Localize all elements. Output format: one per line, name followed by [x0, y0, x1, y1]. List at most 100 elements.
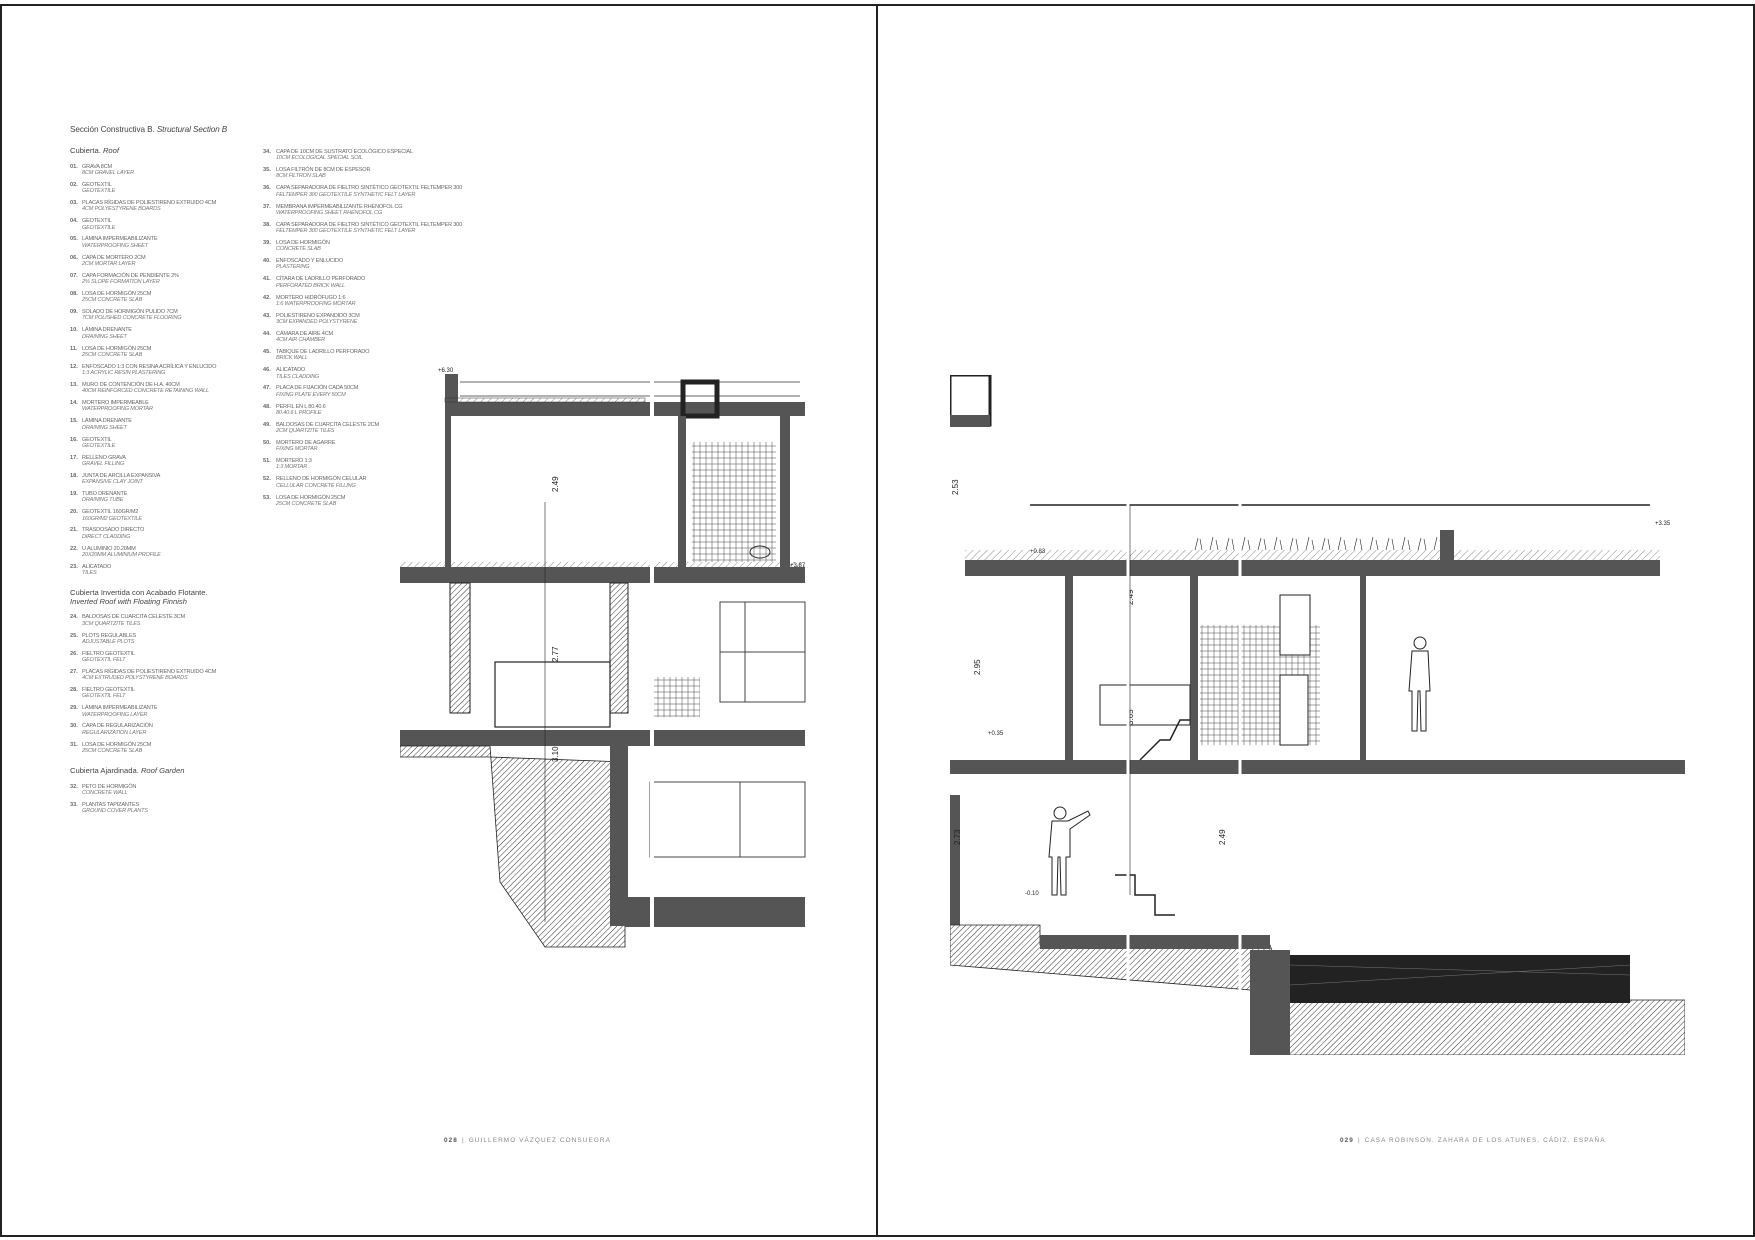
legend-item: 44.Cámara de aire 4cm4cm air chamber: [263, 331, 473, 344]
legend-item-number: 11.: [70, 345, 78, 352]
legend-item-en: 4cm air chamber: [276, 337, 326, 344]
dim-label-right-1: 2.53: [951, 479, 960, 495]
legend-item-number: 50.: [263, 440, 271, 446]
legend-item-en: Gravel filling: [82, 460, 125, 467]
page-number-right: 029: [1340, 1137, 1354, 1144]
legend-item-en: Feltemper 300 geotextile synthetic felt …: [276, 228, 416, 234]
legend-item-en: 3cm quartzite tiles: [82, 620, 141, 627]
legend-item: 32.Peto de hormigónConcrete wall: [70, 784, 260, 797]
legend-item-number: 47.: [263, 385, 271, 392]
legend-item-es: Geotextil: [82, 181, 112, 188]
project-title: Casa Robinson. Zahara de los Atunes. Cád…: [1364, 1137, 1606, 1144]
dim-label-right-4: 3.65: [1126, 709, 1135, 725]
legend-item-number: 40.: [263, 258, 271, 265]
legend-item: 33.Plantas tapizantesGround cover plants: [70, 802, 260, 815]
legend-item-en: Geotextil felt: [82, 693, 126, 700]
legend-item: 08.Losa de hormigón 25cm25cm concrete sl…: [70, 291, 260, 304]
legend-item-es: Enfoscado 1:3 con resina acrílica y enlu…: [82, 363, 217, 370]
legend-item-number: 05.: [70, 236, 78, 243]
legend-column-b: 34.Capa de 10cm de sustrato ecológico es…: [263, 149, 473, 513]
legend-item-number: 18.: [70, 472, 78, 479]
legend-item-number: 44.: [263, 330, 271, 337]
legend-item-number: 15.: [70, 418, 78, 425]
level-label-right: +3.87: [790, 563, 806, 569]
legend-item: 04.GeotextilGeotextile: [70, 218, 260, 231]
legend-item-es: Lámina impermeabilizante: [82, 705, 158, 712]
legend-column-a: Sección Constructiva B. Structural Secti…: [70, 125, 260, 820]
legend-item-number: 28.: [70, 687, 78, 694]
legend-item-number: 12.: [70, 363, 78, 370]
frame-right: [1753, 4, 1755, 1236]
legend-item-en: Waterproofing sheet rhenofol cg: [276, 209, 382, 216]
page-number-left: 028: [444, 1137, 458, 1144]
section-drawing-left: 2.49 2.77 3.10 +6.30 +3.87: [400, 362, 806, 962]
legend-item-en: Geotextile: [82, 188, 116, 195]
legend-item-number: 37.: [263, 203, 271, 210]
legend-item-es: Baldosas de cuarcita celeste 2cm: [276, 421, 379, 428]
legend-item-es: Alicatado: [276, 367, 306, 374]
page-gutter: [876, 4, 878, 1236]
legend-item-en: Tiles: [82, 570, 97, 577]
legend-item-en: 8cm filtron slab: [276, 173, 326, 180]
legend-item-number: 35.: [263, 167, 271, 174]
chimney: [680, 379, 720, 419]
legend-item-es: Lámina impermeabilizante: [82, 236, 158, 243]
legend-item-en: 3cm expanded polystyrene: [276, 318, 358, 325]
legend-item: 53.Losa de hormigón 25cm25cm concrete sl…: [263, 495, 473, 508]
person-figure-lower: [1048, 806, 1091, 896]
legend-item-en: 2cm mortar layer: [82, 260, 136, 267]
legend-item-es: Geotextil 160gr/m2: [82, 509, 139, 516]
legend-item-number: 31.: [70, 741, 78, 748]
legend-item-number: 48.: [263, 403, 271, 410]
legend-item-number: 42.: [263, 294, 271, 301]
legend-item-en: 20x20mm aluminium profile: [82, 551, 161, 558]
legend-item-es: Tubo drenante: [82, 491, 128, 498]
legend-item-number: 51.: [263, 458, 271, 465]
legend-item-en: Feltemper 300 geotextile synthetic felt …: [276, 191, 416, 198]
legend-item-number: 10.: [70, 327, 78, 334]
legend-item: 34.Capa de 10cm de sustrato ecológico es…: [263, 149, 473, 162]
legend-item-number: 23.: [70, 563, 78, 570]
legend-item: 17.Relleno gravaGravel filling: [70, 455, 260, 468]
level-label-top: +6.30: [438, 368, 454, 374]
legend-item-es: Relleno de hormigón celular: [276, 476, 367, 483]
legend-item-es: Losa de hormigón 25cm: [82, 345, 152, 352]
legend-section-heading: Cubierta Ajardinada. Roof Garden: [70, 766, 185, 776]
legend-item-es: Losa de hormigón 25cm: [82, 741, 152, 748]
legend-item: 27.Placas rígidas de poliestireno extrui…: [70, 669, 260, 682]
legend-item-en: Cellular concrete filling: [276, 482, 356, 489]
legend-item-en: Draining sheet: [82, 424, 127, 431]
legend-item-en: Waterproofing layer: [82, 711, 148, 718]
legend-item: 03.Placas rígidas de poliestireno extrui…: [70, 200, 260, 213]
legend-item: 46.AlicatadoTiles cladding: [263, 367, 473, 380]
wall-column-1: [449, 582, 471, 714]
legend-item: 18.Junta de arcilla expansivaExpansive c…: [70, 473, 260, 486]
pool: [1290, 955, 1630, 1003]
level-label-a: +0.83: [1030, 549, 1046, 555]
legend-item: 02. GeotextilGeotextile: [70, 182, 260, 195]
author-name: Guillermo Vázquez Consuegra: [468, 1137, 611, 1144]
legend-item-en: Waterproofing sheet: [82, 242, 148, 249]
legend-item-number: 04.: [70, 218, 78, 225]
legend-item-number: 20.: [70, 509, 78, 516]
dim-label-left-2: 2.77: [551, 646, 560, 662]
legend-item: 20.Geotextil 160gr/m2160gr/m2 geotextile: [70, 509, 260, 522]
legend-item: 49.Baldosas de cuarcita celeste 2cm2cm q…: [263, 422, 473, 435]
legend-item-en: Ground cover plants: [82, 808, 148, 815]
legend-item-number: 02.: [70, 181, 78, 188]
section-drawing-right: 2.53 2.49 2.95 3.65 2.73 2.49 +0.83 +3.3…: [950, 375, 1685, 1055]
legend-item: 39.Losa de hormigónConcrete slab: [263, 240, 473, 253]
legend-item-es: Mortero de agarre: [276, 440, 336, 446]
legend-item-es: Membrana impermeabilizante rhenofol cg: [276, 203, 403, 210]
dim-label-left-1: 2.49: [551, 476, 560, 492]
legend-item: 07.Capa formación de pendiente 2%2% slop…: [70, 273, 260, 286]
legend-item-number: 07.: [70, 272, 78, 279]
legend-item-es: Capa de 10cm de sustrato ecológico espec…: [276, 149, 413, 155]
legend-item: 31.Losa de hormigón 25cm25cm concrete sl…: [70, 742, 260, 755]
legend-item-es: Lámina drenante: [82, 327, 132, 334]
legend-item-en: 4cm polyestyrene boards: [82, 206, 161, 213]
roof-garden-slab: [965, 560, 1660, 576]
legend-item: 15.Lámina drenanteDraining sheet: [70, 418, 260, 431]
legend-item: 28.Fieltro geotextilGeotextil felt: [70, 687, 260, 700]
legend-item-number: 09.: [70, 309, 78, 316]
